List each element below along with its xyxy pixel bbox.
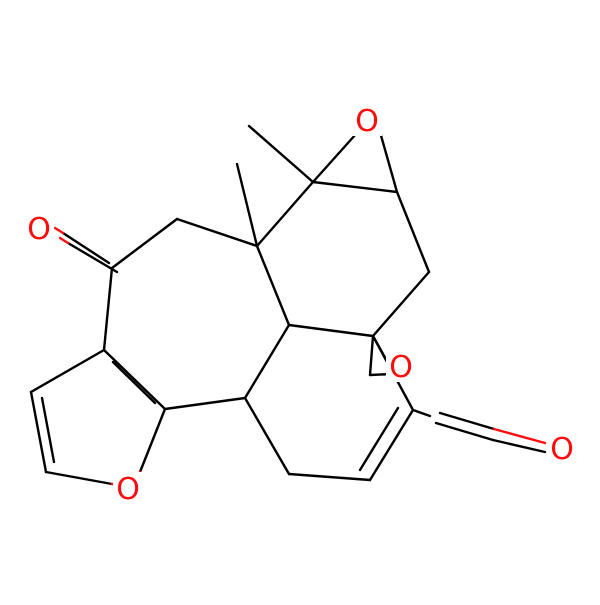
bond [243, 396, 291, 476]
bond [102, 348, 167, 411]
bond [29, 348, 106, 394]
bond [411, 408, 432, 418]
atom-label-furan-oxygen: O [116, 472, 140, 507]
bond [434, 421, 495, 442]
bond [58, 236, 70, 245]
bond [235, 162, 259, 248]
bond [102, 266, 114, 352]
bond [287, 323, 375, 338]
bond [311, 132, 358, 184]
bond [175, 217, 259, 248]
bond [243, 323, 291, 400]
bond [287, 472, 372, 482]
heteroatom-bond-layer [53, 122, 547, 487]
atom-label-ketone-oxygen: O [27, 212, 51, 247]
bond [29, 390, 48, 474]
bond [368, 334, 375, 377]
bond [438, 411, 496, 431]
bond [378, 130, 399, 194]
bond [395, 190, 431, 274]
bond [40, 396, 56, 464]
bond-layer [29, 124, 547, 486]
atom-label-bridge-oxygen: O [389, 350, 413, 385]
bond [371, 270, 431, 338]
atom-label-aldehyde-oxygen: O [550, 432, 574, 467]
bond [358, 406, 400, 472]
bond [491, 438, 547, 454]
bond [61, 231, 111, 265]
bond [138, 407, 167, 474]
bond [53, 226, 65, 235]
bond [111, 360, 157, 405]
label-backdrop [352, 104, 382, 136]
bond [311, 180, 399, 194]
bond [247, 124, 315, 184]
bond [255, 244, 291, 327]
label-backdrop [24, 212, 54, 244]
label-backdrop [547, 432, 577, 464]
atom-label-epoxide-oxygen: O [355, 104, 379, 139]
bond [44, 470, 114, 486]
bond [368, 408, 415, 482]
bond [255, 180, 315, 248]
label-backdrop [386, 350, 416, 382]
bond [66, 241, 119, 274]
bond [110, 217, 179, 270]
atom-label-layer: O O O O O [24, 104, 577, 507]
label-backdrop [113, 472, 143, 504]
bond [492, 427, 547, 445]
bond [163, 396, 247, 411]
